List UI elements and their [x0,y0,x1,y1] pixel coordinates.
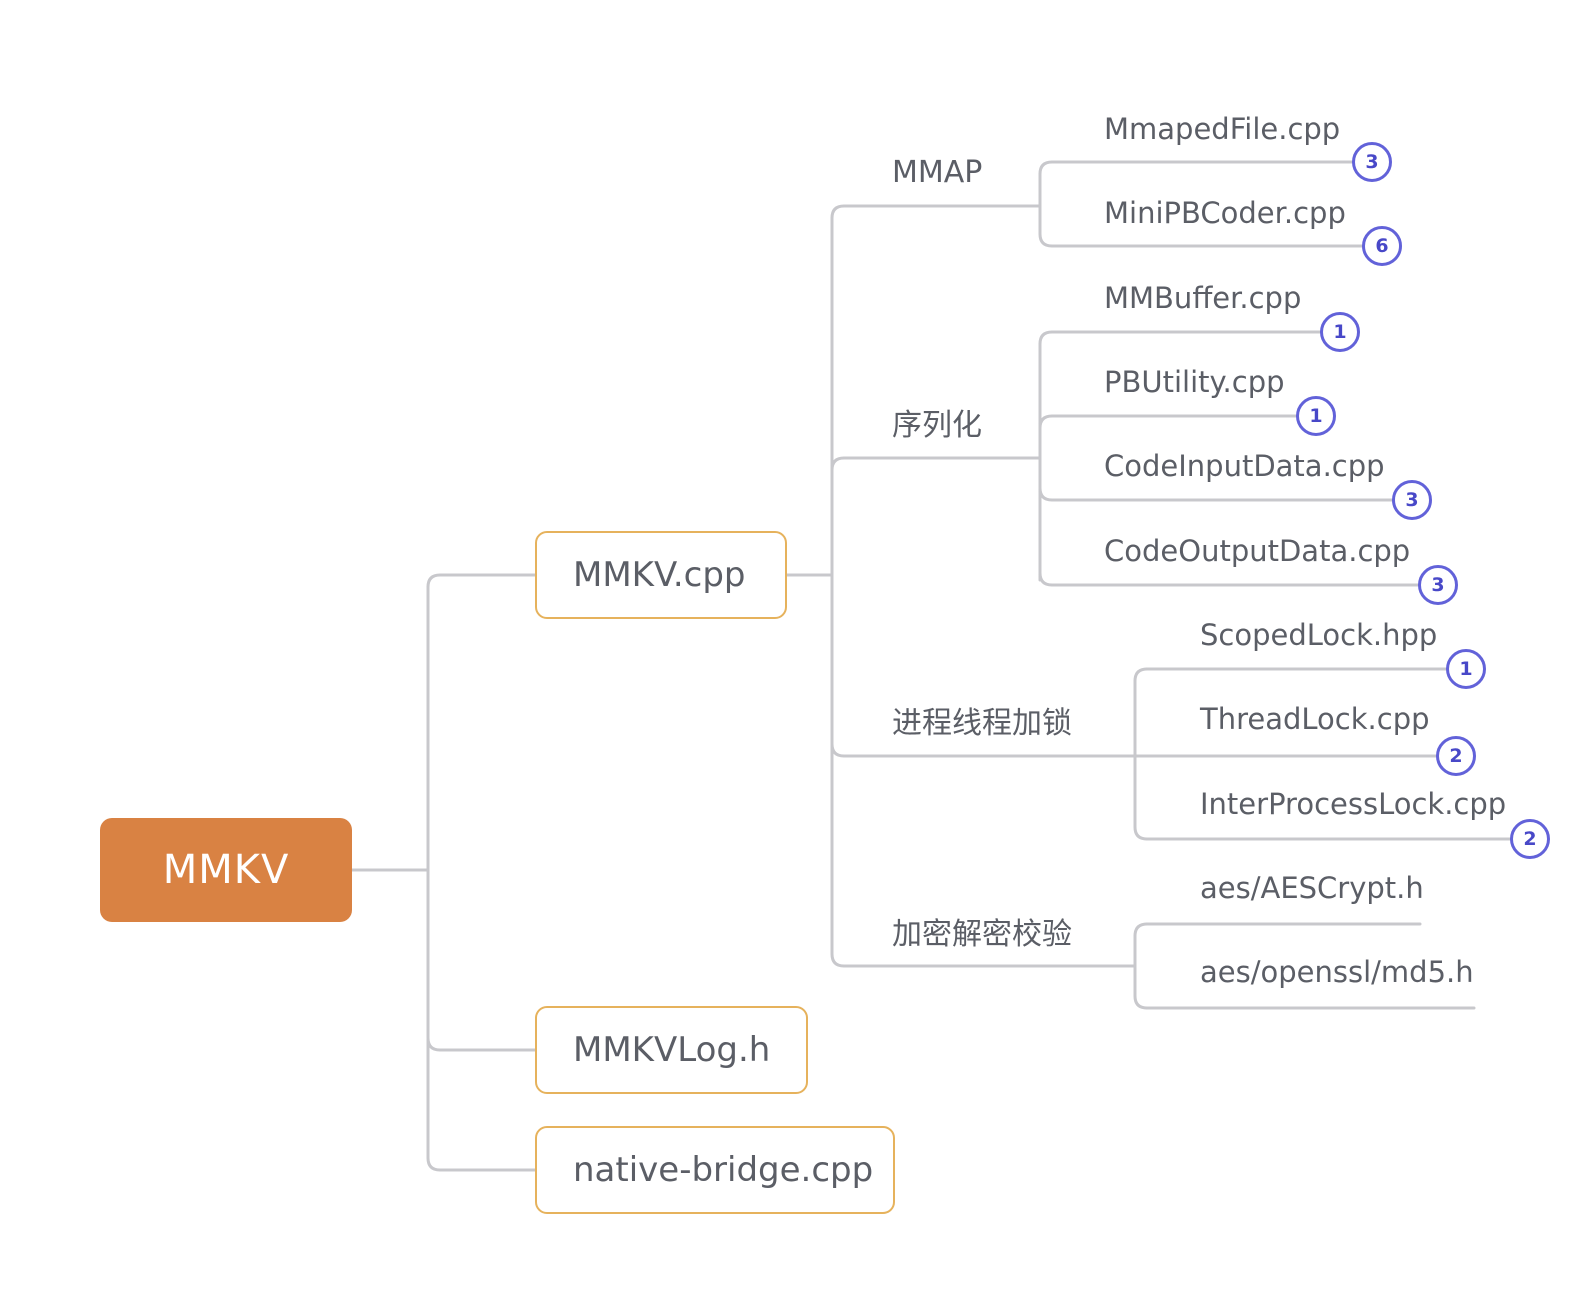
file-label-codeoutputdata[interactable]: CodeOutputData.cpp [1104,534,1411,568]
connector-file-interprocesslock [1133,754,1532,841]
node-mmkv-cpp[interactable]: MMKV.cpp [535,531,787,619]
connector-group-crypto [830,738,1137,968]
count-badge-mmbuffer: 1 [1320,312,1360,352]
count-badge-codeinputdata: 3 [1392,480,1432,520]
connector-root-mmkv-cpp [350,573,537,872]
file-label-threadlock[interactable]: ThreadLock.cpp [1200,702,1430,736]
group-label-crypto[interactable]: 加密解密校验 [892,917,1072,952]
count-badge-interprocesslock: 2 [1510,819,1550,859]
connector-file-mmapedfile [1038,160,1354,208]
node-native-bridge-cpp[interactable]: native-bridge.cpp [535,1126,895,1214]
group-label-mmap[interactable]: MMAP [892,155,983,190]
file-label-mmbuffer[interactable]: MMBuffer.cpp [1104,281,1302,315]
file-label-pbutility[interactable]: PBUtility.cpp [1104,365,1285,399]
connector-file-md5 [1133,964,1476,1010]
root-node[interactable]: MMKV [100,818,352,922]
group-label-serialization[interactable]: 序列化 [892,408,982,443]
count-badge-scopedlock: 1 [1446,649,1486,689]
connector-file-scopedlock [1133,667,1468,758]
file-label-minipbcoder[interactable]: MiniPBCoder.cpp [1104,196,1346,230]
file-label-codeinputdata[interactable]: CodeInputData.cpp [1104,449,1385,483]
node-mmkvlog-h[interactable]: MMKVLog.h [535,1006,808,1094]
connector-root-native-bridge [426,1038,537,1172]
count-badge-codeoutputdata: 3 [1418,565,1458,605]
connector-file-codeoutputdata [1038,498,1420,587]
connector-file-codeinputdata [1038,486,1394,502]
connector-file-mmbuffer [1038,330,1322,582]
file-label-aescrypt[interactable]: aes/AESCrypt.h [1200,871,1424,905]
connector-group-lock [830,738,1137,758]
file-label-interprocesslock[interactable]: InterProcessLock.cpp [1200,787,1507,821]
connector-file-aescrypt [1133,922,1422,968]
count-badge-threadlock: 2 [1436,736,1476,776]
connector-file-minipbcoder [1038,204,1364,248]
count-badge-mmapedfile: 3 [1352,142,1392,182]
file-label-mmapedfile[interactable]: MmapedFile.cpp [1104,112,1341,146]
file-label-scopedlock[interactable]: ScopedLock.hpp [1200,618,1438,652]
count-badge-minipbcoder: 6 [1362,226,1402,266]
connector-group-serialization [830,456,1042,472]
connector-root-mmkvlog [426,858,537,1052]
group-label-lock[interactable]: 进程线程加锁 [892,706,1072,741]
file-label-md5[interactable]: aes/openssl/md5.h [1200,955,1474,989]
connector-group-mmap [830,204,1042,742]
connector-file-pbutility [1038,414,1298,430]
count-badge-pbutility: 1 [1296,396,1336,436]
